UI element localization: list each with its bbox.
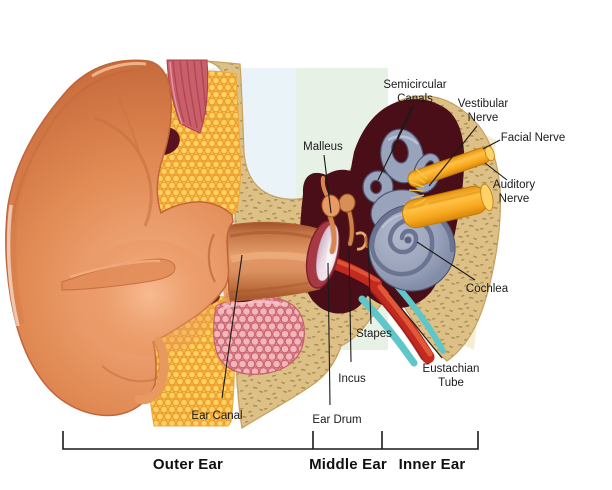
leader-auditory: [484, 162, 508, 181]
auditory-nerve-shape: [402, 183, 494, 229]
leader-eustachian: [388, 292, 443, 359]
leader-stapes: [367, 243, 372, 325]
canal-shadow-bottom: [229, 279, 318, 294]
leader-ear-canal: [221, 254, 243, 399]
parotid-gland: [213, 296, 305, 375]
pinna: [5, 59, 234, 417]
label-line: Tube: [438, 376, 464, 389]
bracket-outline: [62, 431, 479, 450]
muscle-highlight: [169, 61, 183, 125]
incus-process: [347, 209, 354, 246]
label-line: Semicircular: [383, 79, 447, 91]
label-ear-canal: Ear Canal: [191, 410, 243, 422]
malleus-process: [320, 176, 329, 198]
leader-facial: [482, 139, 501, 150]
leader-ear-drum: [327, 262, 331, 406]
malleus-handle: [327, 213, 337, 255]
canal-shadow: [229, 230, 319, 241]
label-incus: Incus: [338, 373, 366, 385]
label-cochlea: Cochlea: [465, 283, 509, 295]
label-vestibular-nerve: Vestibular Nerve: [458, 98, 509, 125]
leader-cochlea: [416, 241, 476, 281]
skin-fold-edge: [153, 340, 160, 382]
label-ear-drum: Ear Drum: [312, 414, 362, 426]
vestibular-nerve-fibers: [408, 168, 429, 212]
skin-fold: [134, 336, 169, 405]
stapes-footplate: [365, 235, 368, 249]
parotid-body: [213, 296, 305, 375]
label-line: Canals: [397, 92, 433, 105]
label-malleus: Malleus: [303, 141, 343, 153]
tragus-edge: [207, 233, 216, 283]
section-label-inner-ear: Inner Ear: [398, 456, 466, 473]
ridge-highlight: [69, 259, 161, 279]
cochlea-spiral: [369, 205, 455, 277]
helix-crease: [11, 68, 135, 223]
concha-bowl: [76, 240, 220, 356]
antihelix-fold: [93, 116, 153, 227]
parotid-highlight: [219, 300, 285, 312]
label-eustachian-tube: Eustachian Tube: [423, 363, 480, 390]
section-bracket: [62, 431, 479, 450]
cochlea-center: [404, 236, 412, 244]
label-auditory-nerve: Auditory Nerve: [493, 179, 535, 206]
muscle-striations: [172, 59, 207, 129]
leader-vestibular: [428, 125, 478, 187]
facial-nerve-shape: [407, 145, 495, 188]
label-line: Nerve: [498, 192, 530, 205]
leader-incus: [348, 246, 352, 363]
label-line: Auditory: [492, 179, 536, 191]
canal-opening: [369, 179, 383, 195]
antihelix-fork: [116, 93, 140, 153]
leader-semicircular-b: [377, 105, 415, 181]
leader-lines: [221, 105, 508, 406]
canal-highlight: [387, 135, 419, 145]
section-label-middle-ear: Middle Ear: [309, 456, 387, 473]
dome-highlight: [91, 62, 147, 78]
label-facial-nerve: Facial Nerve: [500, 132, 566, 144]
lobe-crease: [101, 365, 159, 383]
label-stapes: Stapes: [356, 328, 392, 340]
label-line: Eustachian: [422, 363, 480, 375]
leader-semicircular-a: [396, 105, 413, 140]
ossicles: [320, 176, 368, 255]
nerves: [402, 145, 495, 229]
edge-highlight: [6, 204, 20, 327]
label-semicircular-canals: Semicircular Canals: [383, 79, 446, 106]
helix-shade: [9, 61, 141, 325]
section-label-outer-ear: Outer Ear: [152, 456, 224, 473]
label-line: Vestibular: [457, 98, 509, 110]
leader-malleus: [323, 154, 332, 214]
label-line: Nerve: [467, 111, 499, 124]
